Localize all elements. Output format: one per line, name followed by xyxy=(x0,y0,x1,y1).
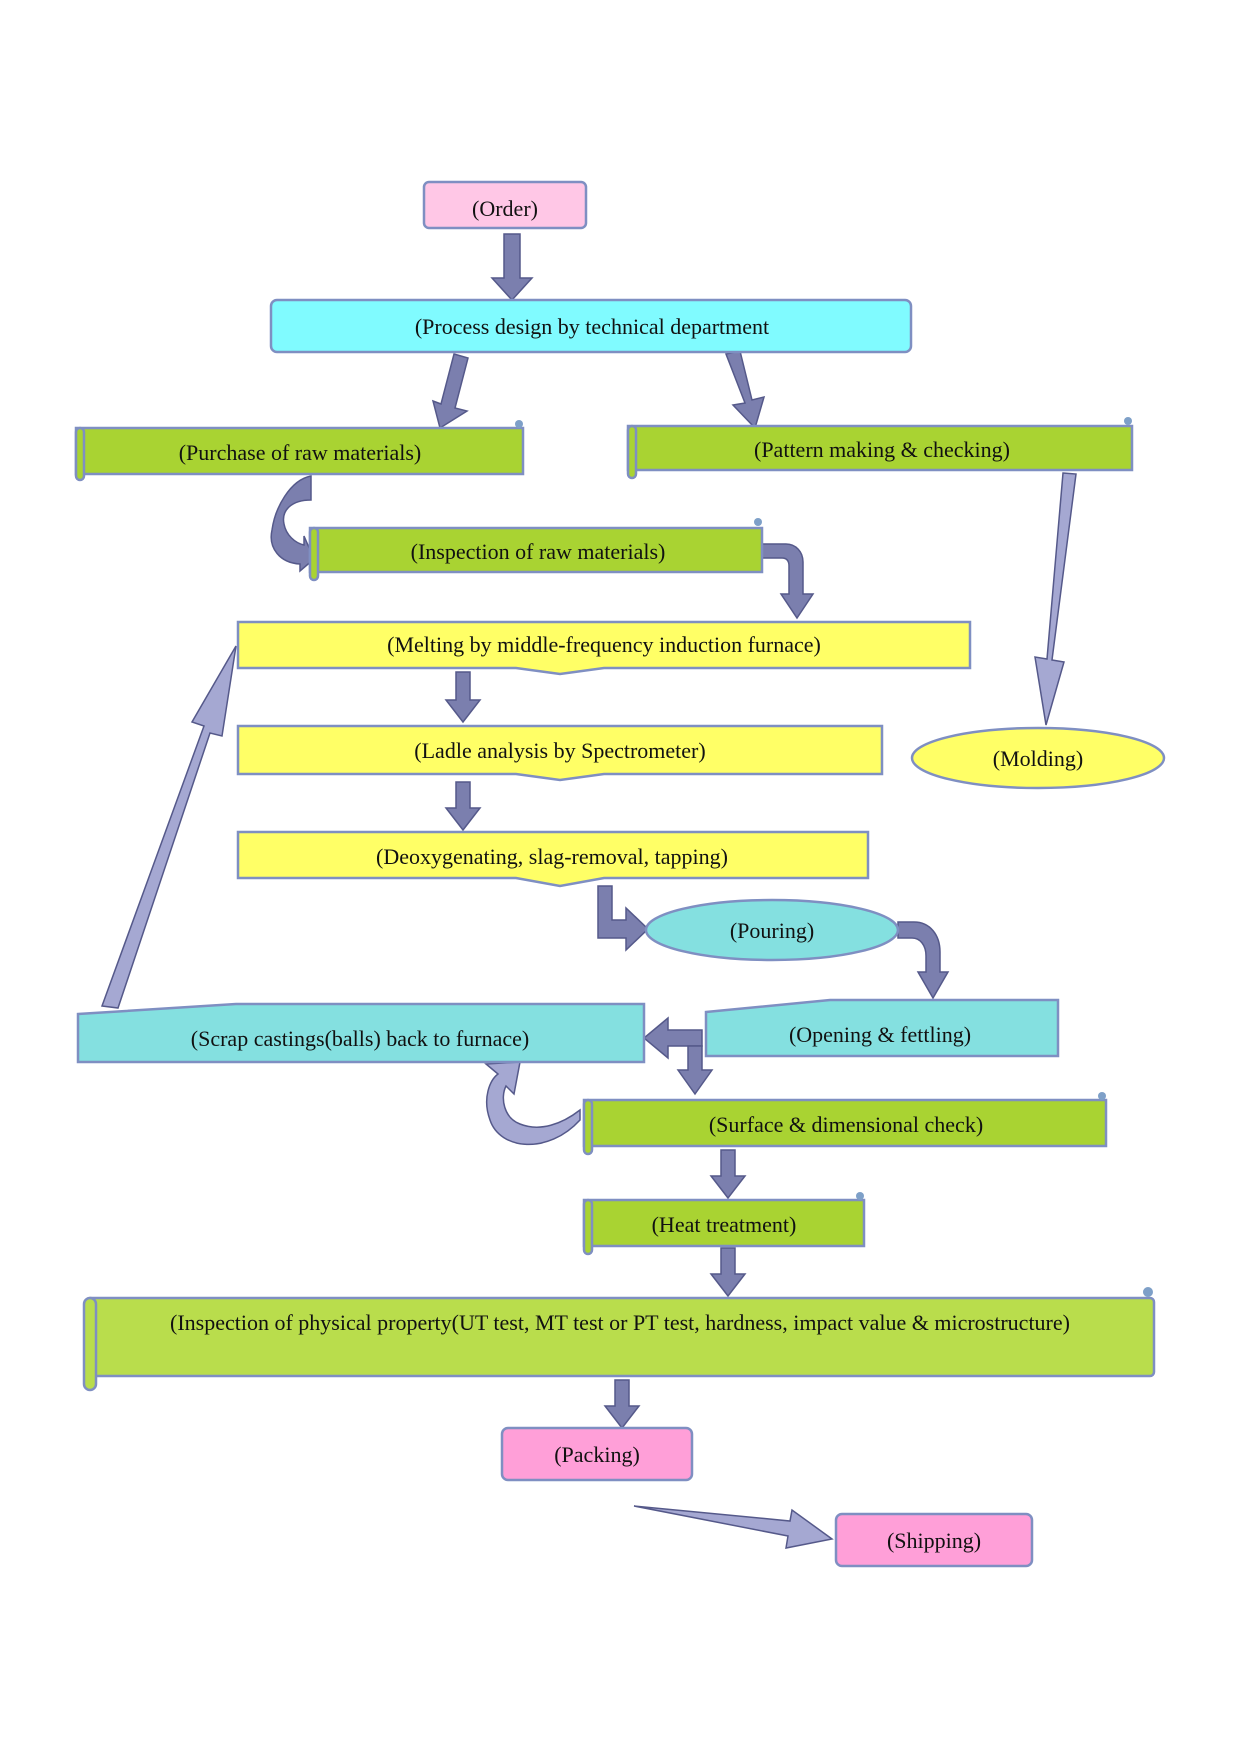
node-deoxygenating: (Deoxygenating, slag-removal, tapping) xyxy=(236,830,870,888)
node-opening: (Opening & fettling) xyxy=(704,998,1060,1058)
node-shipping: (Shipping) xyxy=(834,1512,1034,1568)
node-order: (Order) xyxy=(422,180,588,230)
node-deoxygenating-label: (Deoxygenating, slag-removal, tapping) xyxy=(376,844,728,869)
arrow-heat-to-physical xyxy=(709,1247,747,1298)
node-melting: (Melting by middle-frequency induction f… xyxy=(236,620,972,676)
arrow-deoxygenating-to-pouring xyxy=(597,885,650,952)
node-process-design: (Process design by technical department xyxy=(269,298,913,354)
node-surface-label: (Surface & dimensional check) xyxy=(709,1112,983,1137)
node-ladle-label: (Ladle analysis by Spectrometer) xyxy=(414,738,705,763)
node-surface: (Surface & dimensional check) xyxy=(582,1092,1108,1156)
node-scrap: (Scrap castings(balls) back to furnace) xyxy=(76,1002,646,1064)
node-packing: (Packing) xyxy=(500,1426,694,1482)
arrow-order-to-process xyxy=(490,233,534,302)
node-melting-label: (Melting by middle-frequency induction f… xyxy=(387,632,821,657)
node-purchase: (Purchase of raw materials) xyxy=(74,420,525,482)
arrow-inspection-to-melting xyxy=(761,543,815,620)
arrow-process-to-pattern xyxy=(724,350,766,430)
node-opening-label: (Opening & fettling) xyxy=(789,1022,971,1047)
arrow-pattern-to-molding xyxy=(1034,472,1077,726)
node-inspection-raw-label: (Inspection of raw materials) xyxy=(411,539,666,564)
arrow-purchase-to-inspection xyxy=(270,475,315,573)
node-physical: (Inspection of physical property(UT test… xyxy=(82,1287,1156,1392)
node-molding-label: (Molding) xyxy=(993,746,1083,771)
arrow-surface-to-heat xyxy=(709,1149,747,1200)
node-pattern-label: (Pattern making & checking) xyxy=(754,437,1010,462)
arrow-ladle-to-deoxygenating xyxy=(444,781,482,832)
arrow-packing-to-shipping xyxy=(633,1505,834,1549)
node-physical-label: (Inspection of physical property(UT test… xyxy=(170,1310,1070,1335)
node-inspection-raw: (Inspection of raw materials) xyxy=(308,518,764,582)
arrow-scrap-to-melting xyxy=(100,645,237,1009)
arrow-opening-to-surface xyxy=(676,1045,714,1096)
node-pattern: (Pattern making & checking) xyxy=(626,417,1134,480)
node-heat-label: (Heat treatment) xyxy=(652,1212,797,1237)
arrow-surface-to-scrap xyxy=(484,1061,581,1146)
node-heat: (Heat treatment) xyxy=(582,1192,866,1256)
arrow-pouring-to-opening xyxy=(897,921,950,1000)
node-process-design-label: (Process design by technical department xyxy=(415,314,769,339)
node-shipping-label: (Shipping) xyxy=(887,1528,981,1553)
node-ladle: (Ladle analysis by Spectrometer) xyxy=(236,724,884,782)
node-scrap-label: (Scrap castings(balls) back to furnace) xyxy=(191,1026,529,1051)
arrow-melting-to-ladle xyxy=(444,671,482,724)
arrow-physical-to-packing xyxy=(603,1379,641,1430)
node-molding: (Molding) xyxy=(910,726,1166,790)
node-pouring-label: (Pouring) xyxy=(730,918,814,943)
node-order-label: (Order) xyxy=(472,196,538,221)
arrow-process-to-purchase xyxy=(431,353,469,430)
node-pouring: (Pouring) xyxy=(644,898,900,962)
node-purchase-label: (Purchase of raw materials) xyxy=(179,440,422,465)
node-packing-label: (Packing) xyxy=(554,1442,640,1467)
